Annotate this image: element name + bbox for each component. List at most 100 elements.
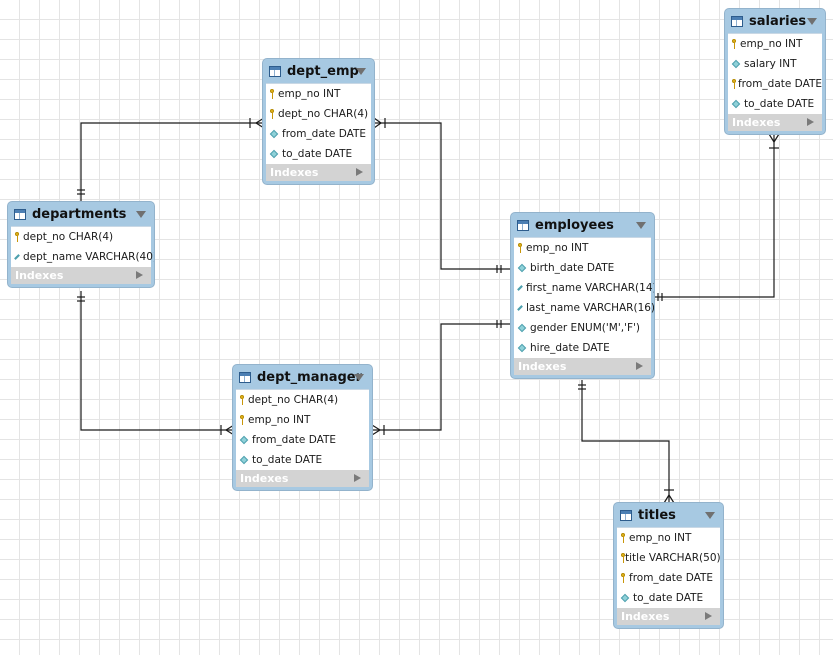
- column-row[interactable]: dept_no CHAR(4): [266, 104, 371, 124]
- table-dept-emp[interactable]: dept_emp emp_no INT dept_no CHAR(4) from…: [262, 58, 375, 185]
- column-row[interactable]: to_date DATE: [266, 144, 371, 164]
- indexes-bar[interactable]: Indexes: [236, 470, 369, 487]
- column-label: emp_no INT: [278, 88, 341, 100]
- table-salaries[interactable]: salaries emp_no INT salary INT from_date…: [724, 8, 826, 135]
- diamond-icon: [517, 305, 523, 311]
- table-icon: [269, 65, 281, 77]
- diamond-icon: [517, 285, 523, 291]
- table-header[interactable]: titles: [614, 503, 723, 527]
- column-label: dept_name VARCHAR(40): [23, 251, 155, 263]
- expand-arrow-icon[interactable]: [356, 168, 363, 176]
- dropdown-arrow-icon[interactable]: [705, 512, 715, 519]
- key-icon: [270, 89, 274, 99]
- indexes-bar[interactable]: Indexes: [728, 114, 822, 131]
- diamond-icon: [517, 323, 527, 333]
- diamond-icon: [731, 59, 741, 69]
- key-icon: [15, 232, 19, 242]
- column-row[interactable]: dept_no CHAR(4): [11, 227, 151, 247]
- column-row[interactable]: first_name VARCHAR(14): [514, 278, 654, 298]
- column-row[interactable]: to_date DATE: [728, 94, 822, 114]
- diamond-icon: [269, 149, 279, 159]
- table-header[interactable]: dept_emp: [263, 59, 374, 83]
- column-row[interactable]: to_date DATE: [236, 450, 369, 470]
- rel-employees-dept-manager[interactable]: [371, 320, 510, 436]
- column-label: to_date DATE: [633, 592, 704, 604]
- column-label: to_date DATE: [282, 148, 353, 160]
- rel-employees-dept-emp[interactable]: [373, 117, 510, 273]
- table-title: employees: [535, 217, 614, 233]
- column-row[interactable]: hire_date DATE: [514, 338, 651, 358]
- column-row[interactable]: salary INT: [728, 54, 822, 74]
- table-icon: [620, 509, 632, 521]
- column-list: dept_no CHAR(4) emp_no INT from_date DAT…: [236, 389, 369, 470]
- column-row[interactable]: to_date DATE: [617, 588, 720, 608]
- column-row[interactable]: from_date DATE: [617, 568, 720, 588]
- table-header[interactable]: departments: [8, 202, 154, 226]
- dropdown-arrow-icon[interactable]: [354, 374, 364, 381]
- column-row[interactable]: dept_name VARCHAR(40): [11, 247, 154, 267]
- indexes-bar[interactable]: Indexes: [514, 358, 651, 375]
- column-label: first_name VARCHAR(14): [526, 282, 655, 294]
- column-label: birth_date DATE: [530, 262, 615, 274]
- rel-employees-salaries[interactable]: [654, 133, 780, 301]
- table-header[interactable]: salaries: [725, 9, 825, 33]
- indexes-bar[interactable]: Indexes: [266, 164, 371, 181]
- column-row[interactable]: emp_no INT: [236, 410, 369, 430]
- rel-departments-dept-manager[interactable]: [77, 291, 235, 436]
- column-list: emp_no INT dept_no CHAR(4) from_date DAT…: [266, 83, 371, 164]
- expand-arrow-icon[interactable]: [705, 612, 712, 620]
- key-icon: [240, 415, 244, 425]
- column-label: gender ENUM('M','F'): [530, 322, 640, 334]
- indexes-bar[interactable]: Indexes: [617, 608, 720, 625]
- column-row[interactable]: emp_no INT: [266, 84, 371, 104]
- column-label: from_date DATE: [629, 572, 714, 584]
- rel-employees-titles[interactable]: [578, 380, 675, 504]
- column-row[interactable]: emp_no INT: [617, 528, 720, 548]
- diamond-icon: [14, 254, 20, 260]
- column-row[interactable]: emp_no INT: [728, 34, 822, 54]
- indexes-label: Indexes: [15, 269, 64, 282]
- column-row[interactable]: title VARCHAR(50): [617, 548, 721, 568]
- expand-arrow-icon[interactable]: [136, 271, 143, 279]
- diamond-icon: [517, 343, 527, 353]
- column-label: emp_no INT: [248, 414, 311, 426]
- indexes-label: Indexes: [518, 360, 567, 373]
- dropdown-arrow-icon[interactable]: [807, 18, 817, 25]
- table-header[interactable]: employees: [511, 213, 654, 237]
- dropdown-arrow-icon[interactable]: [136, 211, 146, 218]
- indexes-bar[interactable]: Indexes: [11, 267, 151, 284]
- expand-arrow-icon[interactable]: [636, 362, 643, 370]
- dropdown-arrow-icon[interactable]: [636, 222, 646, 229]
- column-row[interactable]: emp_no INT: [514, 238, 651, 258]
- dropdown-arrow-icon[interactable]: [356, 68, 366, 75]
- column-label: hire_date DATE: [530, 342, 610, 354]
- column-row[interactable]: last_name VARCHAR(16): [514, 298, 654, 318]
- table-departments[interactable]: departments dept_no CHAR(4) dept_name VA…: [7, 201, 155, 288]
- column-row[interactable]: dept_no CHAR(4): [236, 390, 369, 410]
- table-dept-manager[interactable]: dept_manager dept_no CHAR(4) emp_no INT …: [232, 364, 373, 491]
- table-title: dept_manager: [257, 369, 363, 385]
- column-row[interactable]: birth_date DATE: [514, 258, 651, 278]
- table-title: salaries: [749, 13, 807, 29]
- column-row[interactable]: gender ENUM('M','F'): [514, 318, 651, 338]
- table-header[interactable]: dept_manager: [233, 365, 372, 389]
- column-label: to_date DATE: [744, 98, 815, 110]
- rel-departments-dept-emp[interactable]: [77, 117, 265, 203]
- indexes-label: Indexes: [732, 116, 781, 129]
- column-label: dept_no CHAR(4): [248, 394, 339, 406]
- table-title: dept_emp: [287, 63, 359, 79]
- key-icon: [732, 79, 736, 89]
- expand-arrow-icon[interactable]: [807, 118, 814, 126]
- column-row[interactable]: from_date DATE: [266, 124, 371, 144]
- column-row[interactable]: from_date DATE: [728, 74, 822, 94]
- table-titles[interactable]: titles emp_no INT title VARCHAR(50) from…: [613, 502, 724, 629]
- diamond-icon: [517, 263, 527, 273]
- expand-arrow-icon[interactable]: [354, 474, 361, 482]
- column-label: from_date DATE: [737, 78, 822, 90]
- column-row[interactable]: from_date DATE: [236, 430, 369, 450]
- diamond-icon: [239, 435, 249, 445]
- indexes-label: Indexes: [270, 166, 319, 179]
- table-employees[interactable]: employees emp_no INT birth_date DATE fir…: [510, 212, 655, 379]
- diamond-icon: [620, 593, 630, 603]
- table-icon: [731, 15, 743, 27]
